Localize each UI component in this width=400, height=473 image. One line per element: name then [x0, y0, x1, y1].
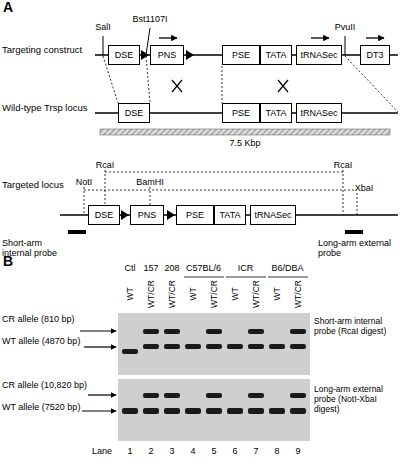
lane-number: 9 — [290, 446, 306, 456]
axis-label: Lane — [92, 446, 122, 456]
restriction-site: SalI — [83, 22, 123, 32]
probe-label: Long-arm external probe — [318, 238, 400, 258]
restriction-site: XbaI — [346, 183, 382, 193]
genotype-label: WT/CR — [293, 276, 303, 312]
row-label: Wild-type Trsp locus — [2, 103, 94, 113]
band-label: WT allele (7520 bp) — [2, 402, 84, 412]
size-label: 7.5 Kbp — [220, 138, 270, 148]
lane-number: 6 — [227, 446, 243, 456]
sample-label: 208 — [157, 263, 187, 273]
element-box: tRNASec — [250, 205, 296, 225]
element-box: DT3 — [360, 45, 390, 65]
element-name: tRNASec — [300, 50, 337, 60]
element-box: tRNASec — [296, 45, 342, 65]
blot-probe-label: Short-arm internal probe (RcaI digest) — [314, 316, 400, 336]
genotype-label: WT — [230, 276, 240, 312]
lane-number: 3 — [164, 446, 180, 456]
genotype-label: WT/CR — [251, 276, 261, 312]
element-name: PSE — [232, 50, 250, 60]
element-name: PNS — [138, 210, 157, 220]
lane-number: 5 — [206, 446, 222, 456]
probe-label: Short-arm internal probe — [2, 238, 72, 258]
element-box: PSE — [222, 45, 260, 65]
loxp-triangles — [121, 50, 194, 220]
direction-arrows — [159, 37, 384, 38]
genotype-label: WT/CR — [146, 276, 156, 312]
element-box: TATA — [260, 45, 292, 65]
southern-blot — [118, 313, 310, 441]
element-name: TATA — [266, 108, 287, 118]
lane-number: 7 — [248, 446, 264, 456]
band-label: WT allele (4870 bp) — [2, 336, 86, 346]
element-box: PNS — [130, 205, 164, 225]
element-box: PSE — [176, 205, 214, 225]
element-name: tRNASec — [300, 108, 337, 118]
genotype-label: WT/CR — [167, 276, 177, 312]
element-box: DSE — [118, 103, 150, 123]
element-name: TATA — [220, 210, 241, 220]
strain-label: B6/DBA — [266, 263, 310, 273]
element-name: TATA — [266, 50, 287, 60]
element-name: PNS — [158, 50, 177, 60]
element-box: tRNASec — [296, 103, 342, 123]
restriction-site: RcaI — [323, 160, 363, 170]
element-box: TATA — [260, 103, 292, 123]
genotype-label: WT — [125, 276, 135, 312]
element-name: PSE — [232, 108, 250, 118]
row-label: Targeting construct — [2, 45, 94, 55]
probe-bars — [68, 230, 363, 234]
genotype-label: WT/CR — [209, 276, 219, 312]
restriction-site: Bst1107I — [125, 14, 175, 24]
blot-probe-label: Long-arm external probe (NotI-XbaI diges… — [314, 384, 400, 414]
lane-number: 4 — [185, 446, 201, 456]
element-box: PSE — [222, 103, 260, 123]
element-box: PNS — [150, 45, 184, 65]
lane-number: 1 — [122, 446, 138, 456]
lane-number: 2 — [143, 446, 159, 456]
panel-letter: B — [3, 256, 23, 266]
restriction-site: PvuII — [325, 22, 365, 32]
restriction-site: BamHI — [130, 177, 170, 187]
genotype-label: WT — [188, 276, 198, 312]
strain-label: C57BL/6 — [182, 263, 226, 273]
row-label: Targeted locus — [2, 180, 77, 190]
element-box: DSE — [88, 205, 120, 225]
crossover-marks — [172, 80, 288, 92]
lane-number: 8 — [269, 446, 285, 456]
element-name: DT3 — [366, 50, 383, 60]
element-name: tRNASec — [254, 210, 291, 220]
dna-backbones — [60, 55, 398, 215]
element-name: DSE — [95, 210, 114, 220]
locus-bar — [100, 129, 390, 135]
strain-underlines — [184, 277, 308, 278]
band-label: CR allele (10,820 bp) — [2, 380, 90, 390]
strain-label: ICR — [226, 263, 266, 273]
element-box: DSE — [108, 45, 140, 65]
element-box: TATA — [214, 205, 246, 225]
band-pointers — [80, 331, 116, 411]
sample-label: 157 — [136, 263, 166, 273]
element-name: PSE — [186, 210, 204, 220]
sample-label: Ctl — [115, 263, 145, 273]
restriction-site: NotI — [69, 177, 99, 187]
genotype-label: WT — [272, 276, 282, 312]
restriction-site: RcaI — [85, 160, 125, 170]
element-name: DSE — [125, 108, 144, 118]
band-label: CR allele (810 bp) — [2, 314, 82, 324]
panel-letter: A — [3, 2, 23, 12]
element-name: DSE — [115, 50, 134, 60]
